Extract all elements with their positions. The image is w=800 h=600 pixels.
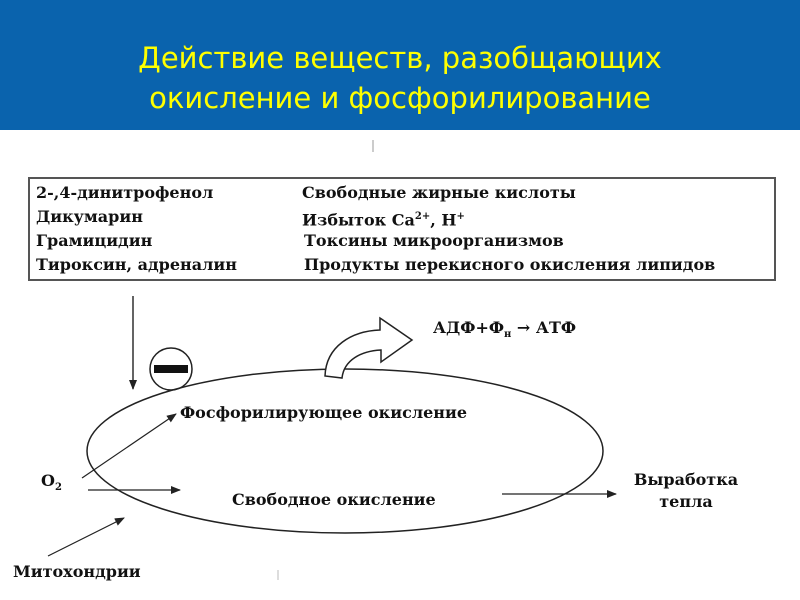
uncoupler-left-1: 2-,4-динитрофенол — [36, 183, 214, 202]
uncoupler-right-4: Продукты перекисного окисления липидов — [304, 255, 716, 274]
uncouplers-table: 2-,4-динитрофенол Дикумарин Грамицидин Т… — [28, 177, 776, 281]
h-text: , H — [430, 210, 457, 230]
heat-label-line-2: тепла — [659, 492, 713, 511]
atp-equation: АДФ+Фн → АТФ — [433, 318, 577, 341]
uncoupler-left-4: Тироксин, адреналин — [36, 255, 237, 274]
uncoupler-right-1: Свободные жирные кислоты — [302, 183, 576, 202]
oxygen-label: O2 — [41, 471, 62, 494]
uncoupler-right-2: Избыток Ca2+, H+ — [302, 205, 465, 232]
mitochondria-label: Митохондрии — [13, 562, 141, 581]
ca-text: Избыток Ca — [302, 210, 415, 230]
free-oxidation-label: Свободное окисление — [232, 490, 436, 509]
h-charge: + — [456, 211, 465, 222]
title-line-1: Действие веществ, разобщающих — [138, 41, 662, 75]
uncoupler-left-2: Дикумарин — [36, 207, 143, 226]
atp-curved-arrow — [324, 316, 414, 379]
mito-pointer — [47, 517, 125, 557]
ca-charge: 2+ — [414, 211, 431, 222]
title-banner: Действие веществ, разобщающих окисление … — [0, 0, 800, 130]
o2-to-phosph-arrow — [81, 413, 177, 479]
uncoupler-left-3: Грамицидин — [36, 231, 153, 250]
minus-icon — [149, 347, 193, 391]
phosphorylating-oxidation-label: Фосфорилирующее окисление — [180, 403, 468, 422]
uncoupler-right-3: Токсины микроорганизмов — [304, 231, 564, 250]
title-line-2: окисление и фосфорилирование — [149, 81, 651, 115]
heat-label-line-1: Выработка — [633, 470, 739, 489]
